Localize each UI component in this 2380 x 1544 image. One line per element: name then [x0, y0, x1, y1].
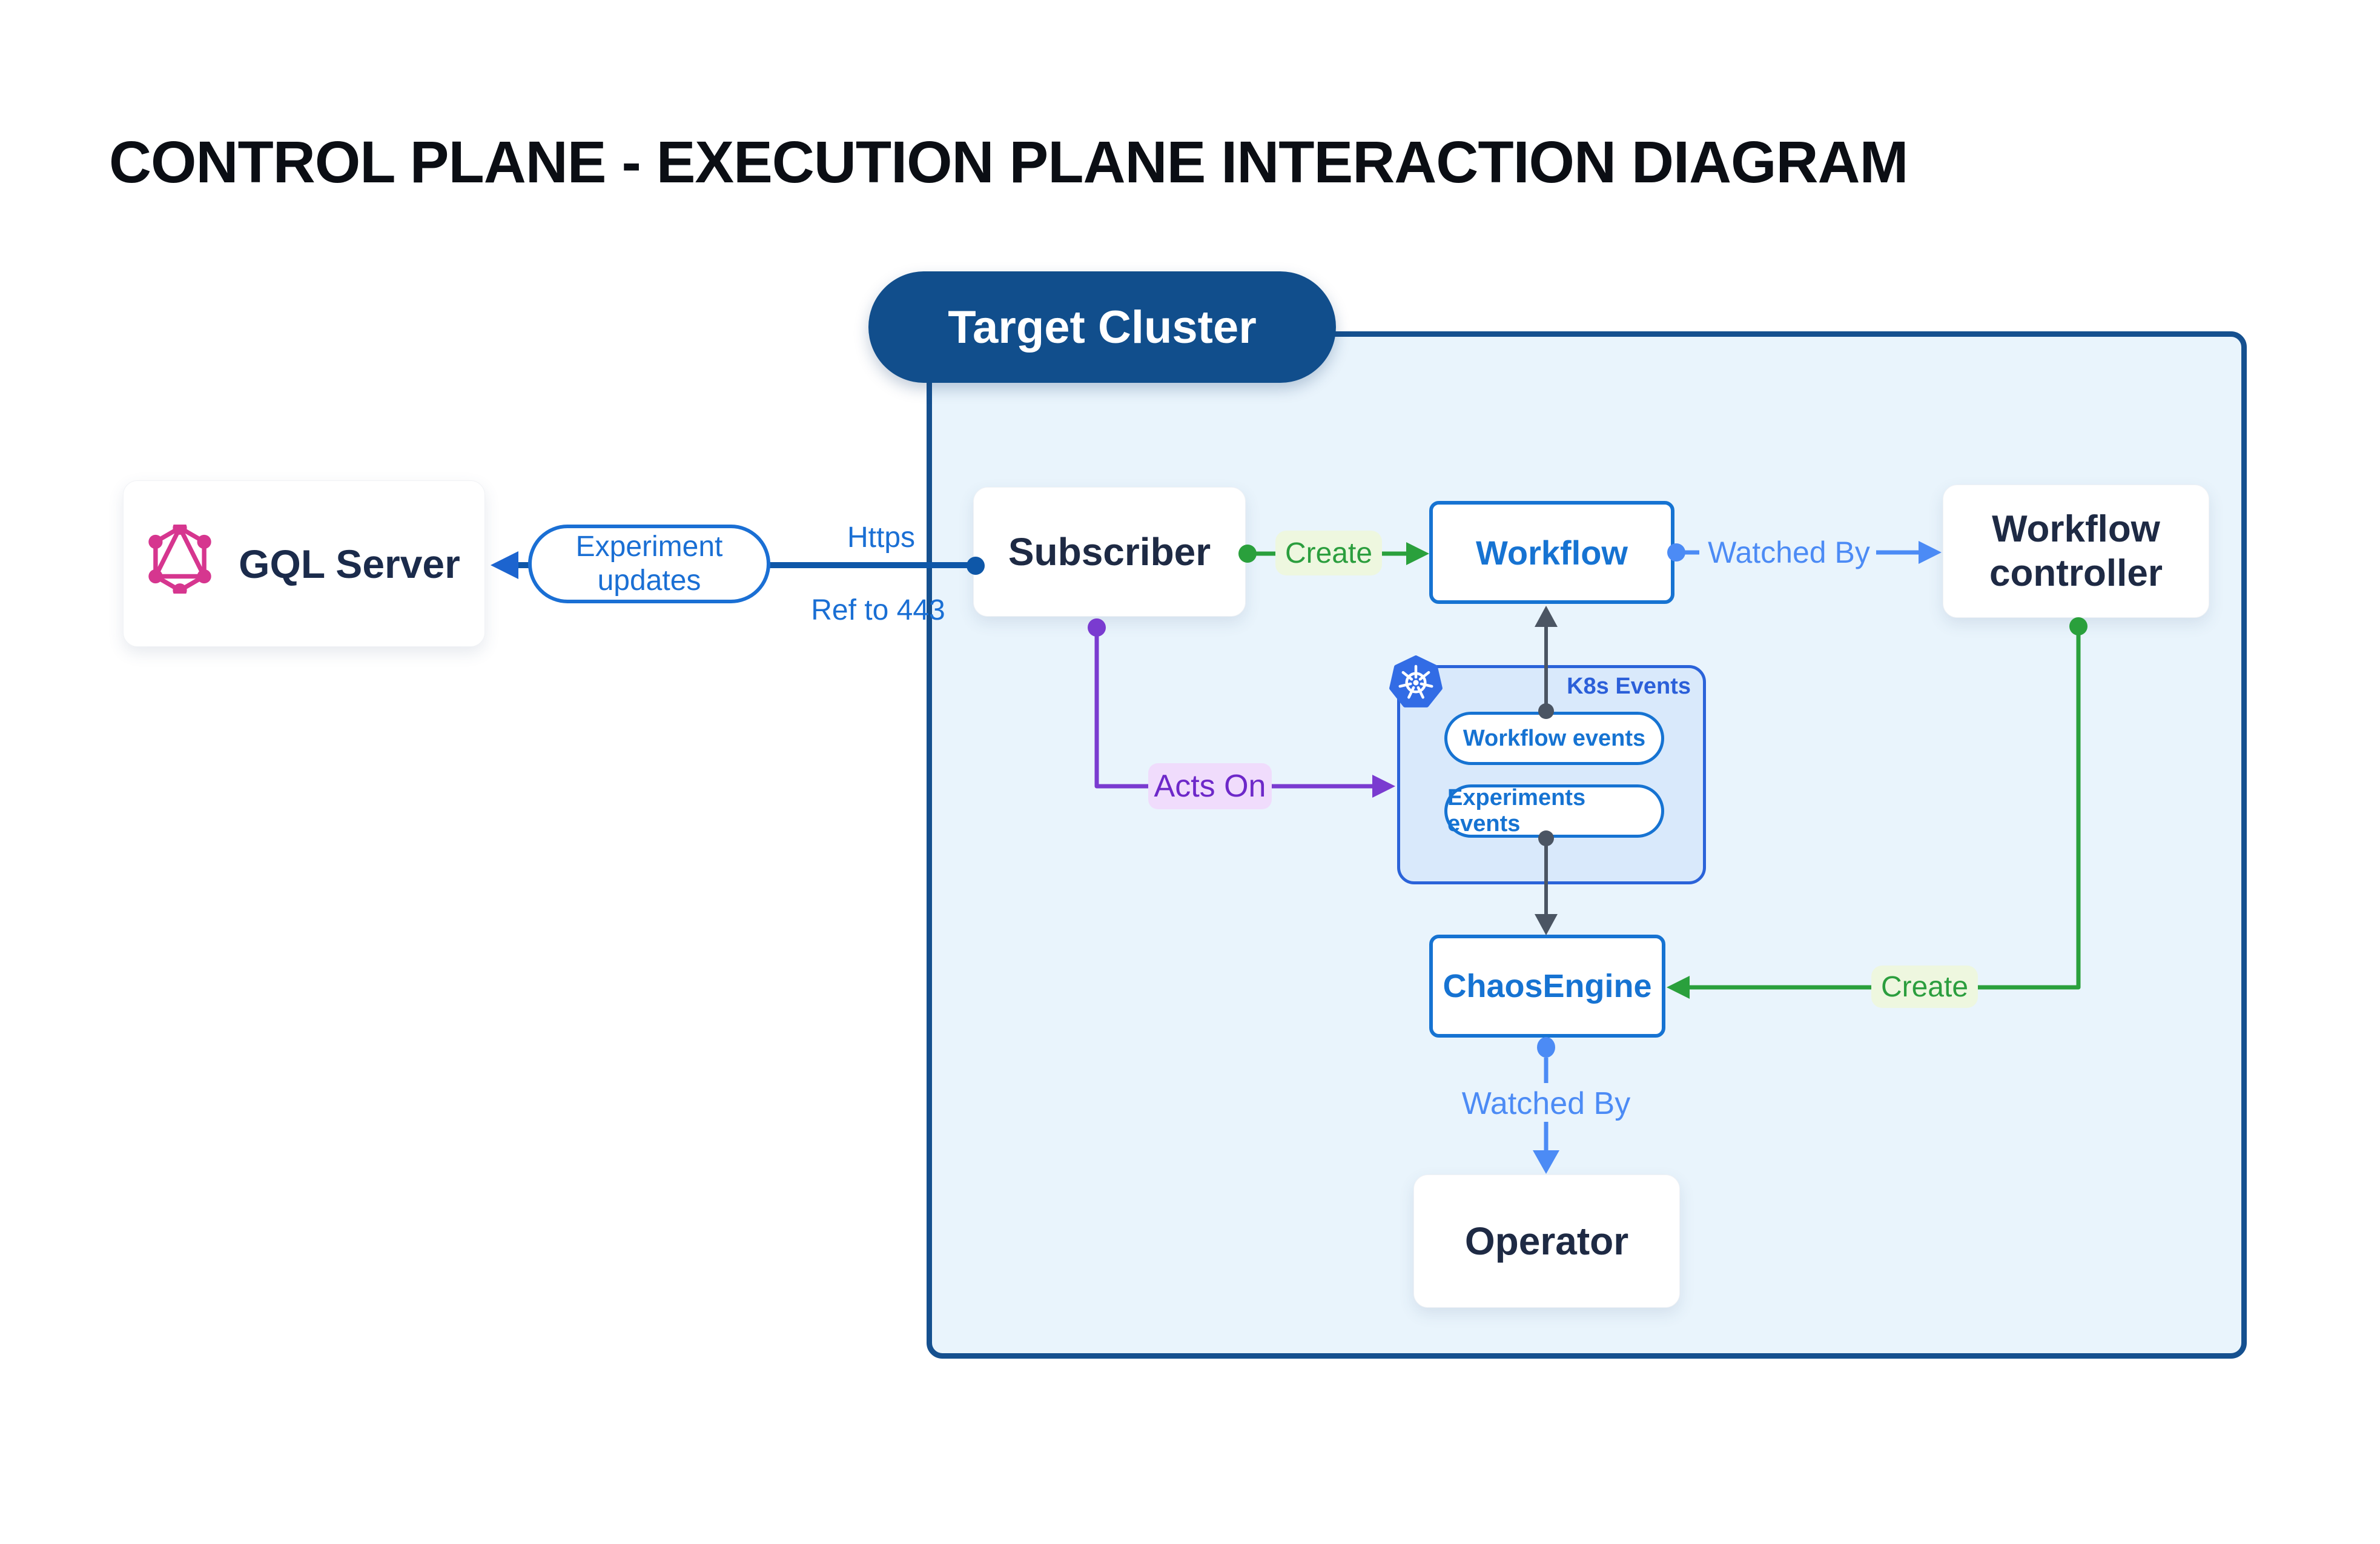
page-title: CONTROL PLANE - EXECUTION PLANE INTERACT…	[109, 129, 1908, 195]
node-chaosengine: ChaosEngine	[1429, 935, 1665, 1038]
node-workflow: Workflow	[1429, 501, 1674, 604]
connector-dot-chaosengine-bottom	[1537, 1037, 1555, 1058]
node-label: Workflow controller	[1989, 508, 2163, 594]
edge-label-https: Https	[847, 521, 916, 554]
node-label: Workflow	[1476, 533, 1628, 572]
connector-dot-workflow-right	[1667, 543, 1685, 562]
node-label: ChaosEngine	[1443, 968, 1652, 1004]
node-gql-server: GQL Server	[123, 480, 485, 647]
connector-dot-subscriber-right	[1238, 545, 1257, 563]
pill-label: Experiments events	[1447, 785, 1586, 837]
k8s-events-group	[1397, 665, 1706, 884]
node-label: Subscriber	[1008, 530, 1211, 574]
node-label: GQL Server	[239, 541, 460, 586]
edge-label-watched-by-chaos: Watched By	[1461, 1086, 1631, 1121]
graphql-icon	[148, 520, 212, 603]
k8s-events-title: K8s Events	[1567, 674, 1691, 699]
node-subscriber: Subscriber	[973, 487, 1246, 617]
connector-dot-subscriber-bottom	[1088, 618, 1106, 637]
edge-label-create-chaos: Create	[1871, 966, 1978, 1008]
connector-dot-experiments-events-bottom	[1538, 830, 1554, 846]
node-label: Operator	[1464, 1219, 1629, 1263]
node-operator: Operator	[1413, 1175, 1680, 1308]
edge-label-create-workflow: Create	[1275, 531, 1382, 575]
kubernetes-icon	[1389, 655, 1443, 713]
connector-dot-subscriber-left	[967, 557, 985, 575]
connector-dot-controller-bottom	[2069, 617, 2087, 635]
node-workflow-controller: Workflow controller	[1943, 485, 2209, 618]
pill-workflow-events: Workflow events	[1444, 712, 1664, 765]
arrowhead-left-icon	[491, 551, 518, 579]
edge-label-acts-on: Acts On	[1148, 763, 1272, 809]
edge-label-experiment-updates: Experiment updates	[528, 525, 770, 603]
pill-label: Workflow events	[1463, 725, 1646, 751]
edge-label-watched-by-workflow: Watched By	[1708, 535, 1870, 569]
edge-label-ref-443: Ref to 443	[811, 594, 945, 626]
connector-dot-workflow-events-top	[1538, 703, 1554, 719]
pill-experiments-events: Experiments events	[1444, 784, 1664, 838]
target-cluster-badge: Target Cluster	[868, 271, 1336, 383]
